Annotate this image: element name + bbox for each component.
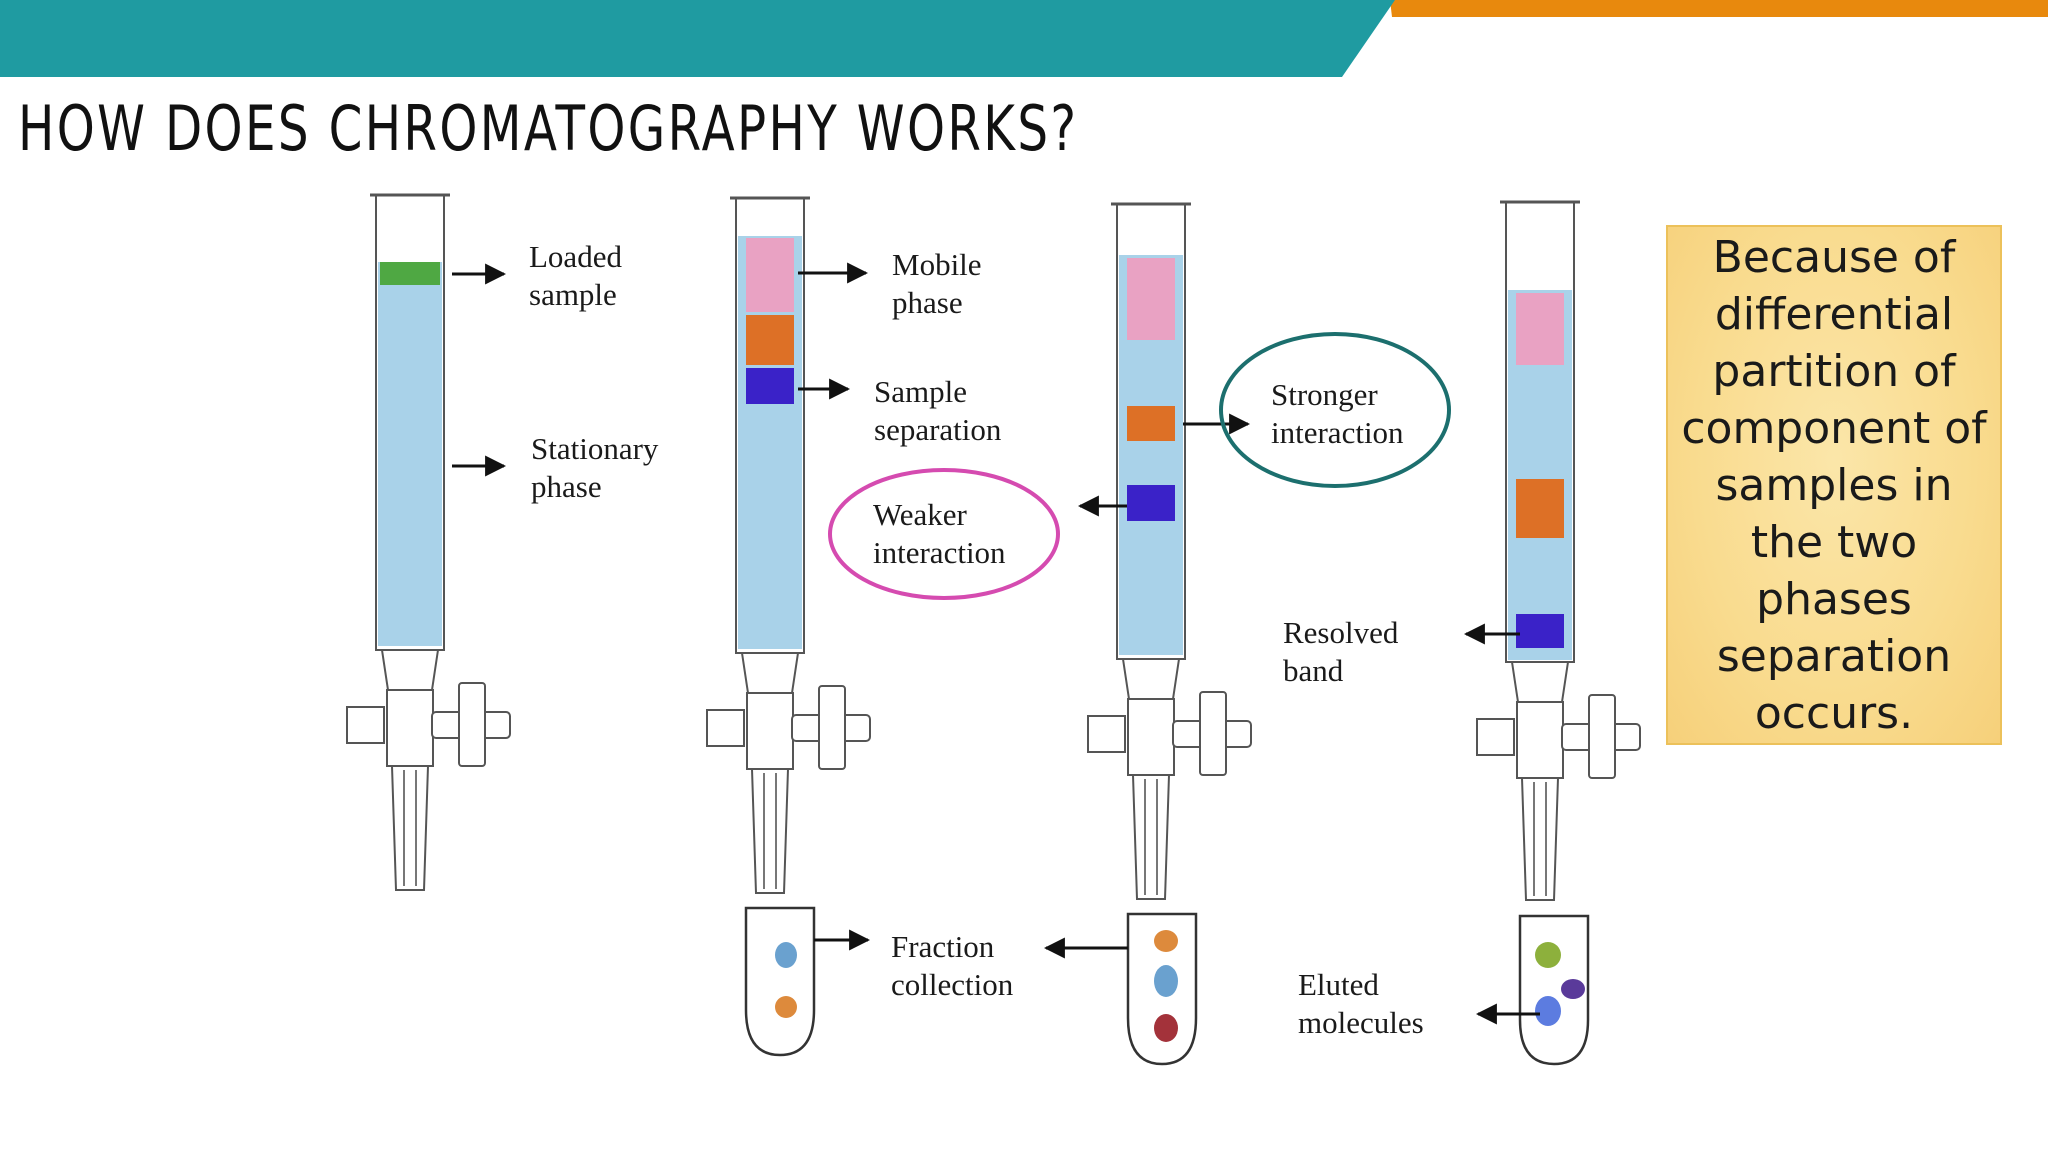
collection-tube-2 [744,906,816,1057]
arrows [452,262,1540,1025]
column-1-stem [390,765,430,891]
page-title: HOW DOES CHROMATOGRAPHY WORKS? [18,92,1079,165]
tube-2-orange-molecule [775,996,797,1018]
column-1 [346,193,511,891]
column-2-orange-band [746,315,794,365]
banner-orange [1390,0,2048,17]
column-4 [1476,200,1641,901]
top-banner [0,0,2048,77]
column-2-mobile-phase-band [746,238,794,312]
column-2 [706,196,871,894]
column-4-blue-band [1516,614,1564,648]
label-fraction-collection: Fraction collection [891,929,1014,1002]
label-stronger-interaction: Stronger interaction [1271,377,1404,450]
weaker-interaction-circle [828,468,1060,600]
column-1-liquid [378,262,442,646]
column-2-blue-band [746,368,794,404]
tube-4-purple-molecule [1561,979,1585,999]
tube-4-blue-molecule [1535,996,1561,1026]
column-1-stopcock-grip [458,682,486,767]
column-3-pink-band [1127,258,1175,340]
explanation-box: Because of differential partition of com… [1666,225,2002,745]
label-weaker-interaction: Weaker interaction [873,497,1006,570]
label-loaded-sample: Loaded sample [529,239,630,312]
column-3-blue-band [1127,485,1175,521]
label-stationary-phase: Stationary phase [531,431,666,504]
tube-3-red-molecule [1154,1014,1178,1042]
label-mobile-phase: Mobile phase [892,247,989,320]
column-1-loaded-sample-band [380,262,440,285]
collection-tube-4 [1518,914,1590,1066]
collection-tube-3 [1126,912,1198,1066]
column-1-stopcock-cap [346,706,385,744]
label-sample-separation: Sample separation [874,374,1002,447]
label-resolved-band: Resolved band [1283,615,1406,688]
tube-3-orange-molecule [1154,930,1178,952]
column-4-pink-band [1516,293,1564,365]
column-3 [1087,202,1252,900]
tube-2-blue-molecule [775,942,797,968]
column-1-stopcock-body [386,689,434,767]
column-4-orange-band [1516,479,1564,538]
tube-3-blue-molecule [1154,965,1178,997]
label-eluted-molecules: Eluted molecules [1298,967,1424,1040]
tube-4-green-molecule [1535,942,1561,968]
column-1-stopcock-neck [380,649,440,691]
explanation-text: Because of differential partition of com… [1681,231,1987,739]
column-3-orange-band [1127,406,1175,441]
banner-teal [0,0,1395,77]
stronger-interaction-circle [1219,332,1451,488]
